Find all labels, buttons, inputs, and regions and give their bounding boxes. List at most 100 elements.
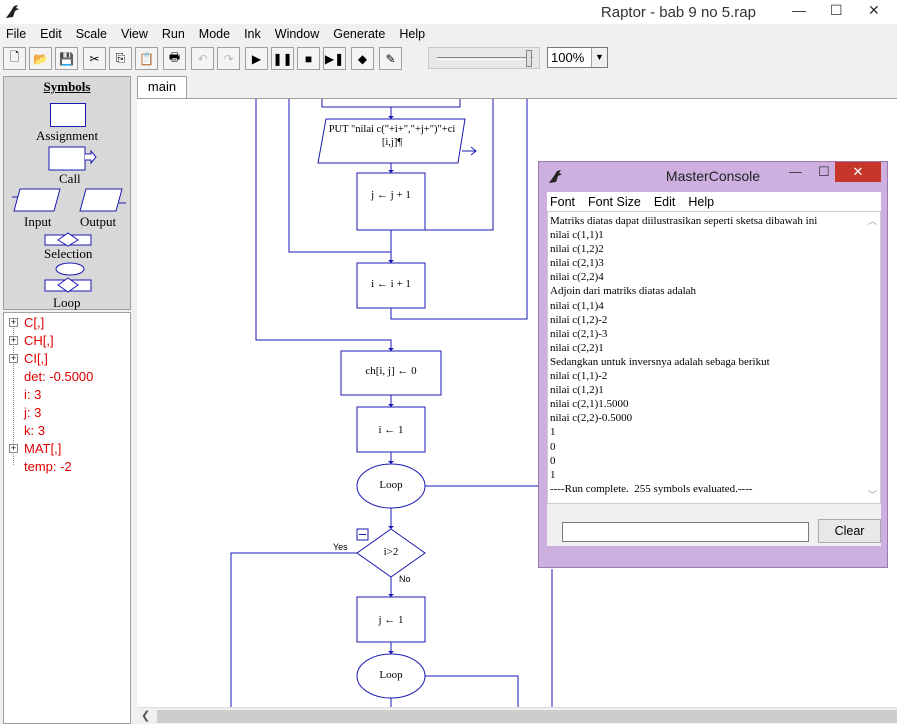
minimize-icon[interactable]: — (792, 2, 806, 18)
console-input[interactable] (562, 522, 809, 542)
menu-bar: File Edit Scale View Run Mode Ink Window… (0, 24, 897, 43)
save-icon[interactable]: 💾 (55, 47, 78, 70)
minimize-icon[interactable]: — (789, 164, 802, 179)
raptor-logo-icon (6, 5, 19, 18)
input-symbol[interactable] (12, 187, 62, 213)
variable-item[interactable]: CH[,] (24, 333, 54, 348)
pause-icon[interactable]: ❚❚ (271, 47, 294, 70)
j-assign-text: j ← 1 (378, 614, 404, 626)
output-line: Matriks diatas dapat diilustrasikan sepe… (550, 215, 818, 227)
reset-run-icon[interactable]: ◆ (351, 47, 374, 70)
speed-slider[interactable] (428, 47, 540, 69)
chevron-down-icon[interactable]: ▼ (591, 48, 607, 67)
selection-symbol[interactable] (44, 231, 94, 247)
tab-main[interactable]: main (137, 76, 187, 98)
expand-icon[interactable]: + (9, 335, 18, 345)
output-line: nilai c(1,1)4 (550, 299, 604, 312)
expand-icon[interactable]: + (9, 443, 18, 453)
step-icon[interactable]: ▶❚ (323, 47, 346, 70)
console-menu-help[interactable]: Help (688, 194, 715, 209)
output-line: nilai c(2,1)-3 (550, 327, 608, 340)
output-line: 0 (550, 454, 556, 467)
menu-view[interactable]: View (120, 26, 148, 41)
undo-icon[interactable]: ↶ (191, 47, 214, 70)
output-line: 1 (550, 426, 556, 439)
loop-symbol[interactable] (44, 262, 94, 294)
output-line: nilai c(1,2)2 (550, 243, 604, 256)
open-folder-icon[interactable]: 📂 (29, 47, 52, 70)
console-menu-font-size[interactable]: Font Size (588, 194, 641, 209)
output-line: nilai c(2,2)-0.5000 (550, 412, 633, 425)
variable-item[interactable]: C[,] (24, 315, 45, 330)
input-label: Input (24, 214, 52, 229)
title-bar: Raptor - bab 9 no 5.rap — ☐ ✕ (0, 0, 897, 24)
pen-icon[interactable]: ✎ (379, 47, 402, 70)
menu-mode[interactable]: Mode (198, 26, 231, 41)
menu-scale[interactable]: Scale (75, 26, 107, 41)
output-line: nilai c(1,2)1 (550, 384, 604, 397)
zoom-value: 100% (551, 50, 585, 65)
i-increment-text: i ← i + 1 (371, 278, 411, 290)
horizontal-scrollbar[interactable]: ❮ (137, 707, 897, 724)
output-symbol[interactable] (78, 187, 128, 213)
loop2-text: Loop (379, 669, 403, 681)
console-footer: Clear (547, 504, 881, 546)
ch-assign-text: ch[i, j] ← 0 (365, 365, 417, 377)
raptor-logo-icon (549, 170, 562, 183)
menu-generate[interactable]: Generate (333, 26, 386, 41)
paste-icon[interactable]: 📋 (135, 47, 158, 70)
output-line: Adjoin dari matriks diatas adalah (550, 285, 697, 298)
chevron-down-icon[interactable]: ﹀ (868, 490, 878, 500)
console-menu-edit[interactable]: Edit (653, 194, 676, 209)
variable-item: j: 3 (24, 405, 42, 420)
call-label: Call (59, 171, 81, 186)
no-label: No (399, 574, 411, 584)
scrollbar-thumb[interactable] (157, 710, 897, 723)
assignment-label: Assignment (36, 128, 99, 143)
output-line: nilai c(1,2)-2 (550, 313, 608, 326)
master-console-window: MasterConsole — ☐ ✕ Font Font Size Edit … (538, 161, 888, 568)
print-icon[interactable]: 🖶 (163, 47, 186, 70)
condition-text: i>2 (383, 546, 399, 558)
variable-item: temp: -2 (24, 459, 72, 474)
tree-line (13, 321, 14, 465)
menu-run[interactable]: Run (161, 26, 185, 41)
call-symbol[interactable] (48, 146, 98, 172)
menu-help[interactable]: Help (399, 26, 426, 41)
expand-icon[interactable]: + (9, 353, 18, 363)
put-statement-text: PUT "nilai c("+i+","+j+")"+ci [i,j]¶ (321, 123, 463, 149)
close-icon[interactable]: ✕ (868, 2, 880, 18)
clear-button[interactable]: Clear (818, 519, 881, 543)
chevron-left-icon[interactable]: ❮ (141, 710, 151, 722)
loop-label: Loop (53, 295, 81, 310)
redo-icon[interactable]: ↷ (217, 47, 240, 70)
output-line: 1 (550, 468, 556, 481)
console-vertical-scrollbar[interactable]: ︿ ﹀ (866, 212, 880, 503)
flowchart-diagram (230, 99, 553, 708)
copy-icon[interactable]: ⎘ (109, 47, 132, 70)
maximize-icon[interactable]: ☐ (830, 2, 843, 18)
slider-thumb[interactable] (526, 50, 532, 67)
chevron-up-icon[interactable]: ︿ (868, 216, 878, 226)
assignment-symbol[interactable] (50, 103, 86, 127)
maximize-icon[interactable]: ☐ (818, 164, 830, 179)
output-line: ----Run complete. 255 symbols evaluated.… (550, 482, 753, 495)
menu-ink[interactable]: Ink (244, 26, 261, 41)
console-menu-font[interactable]: Font (550, 194, 576, 209)
console-output[interactable]: Matriks diatas dapat diilustrasikan sepe… (547, 211, 881, 504)
cut-icon[interactable]: ✂ (83, 47, 106, 70)
menu-window[interactable]: Window (274, 26, 320, 41)
new-file-icon[interactable]: 🗋 (3, 47, 26, 70)
menu-edit[interactable]: Edit (40, 26, 62, 41)
menu-file[interactable]: File (6, 26, 27, 41)
output-line: nilai c(2,1)3 (550, 257, 604, 270)
output-line: Sedangkan untuk inversnya adalah sebaga … (550, 355, 770, 368)
zoom-select[interactable]: 100% ▼ (547, 47, 608, 68)
stop-icon[interactable]: ■ (297, 47, 320, 70)
selection-label: Selection (44, 246, 93, 261)
expand-icon[interactable]: + (9, 317, 18, 327)
close-icon[interactable]: ✕ (835, 162, 881, 182)
variable-item[interactable]: CI[,] (24, 351, 48, 366)
run-icon[interactable]: ▶ (245, 47, 268, 70)
variable-item[interactable]: MAT[,] (24, 441, 62, 456)
